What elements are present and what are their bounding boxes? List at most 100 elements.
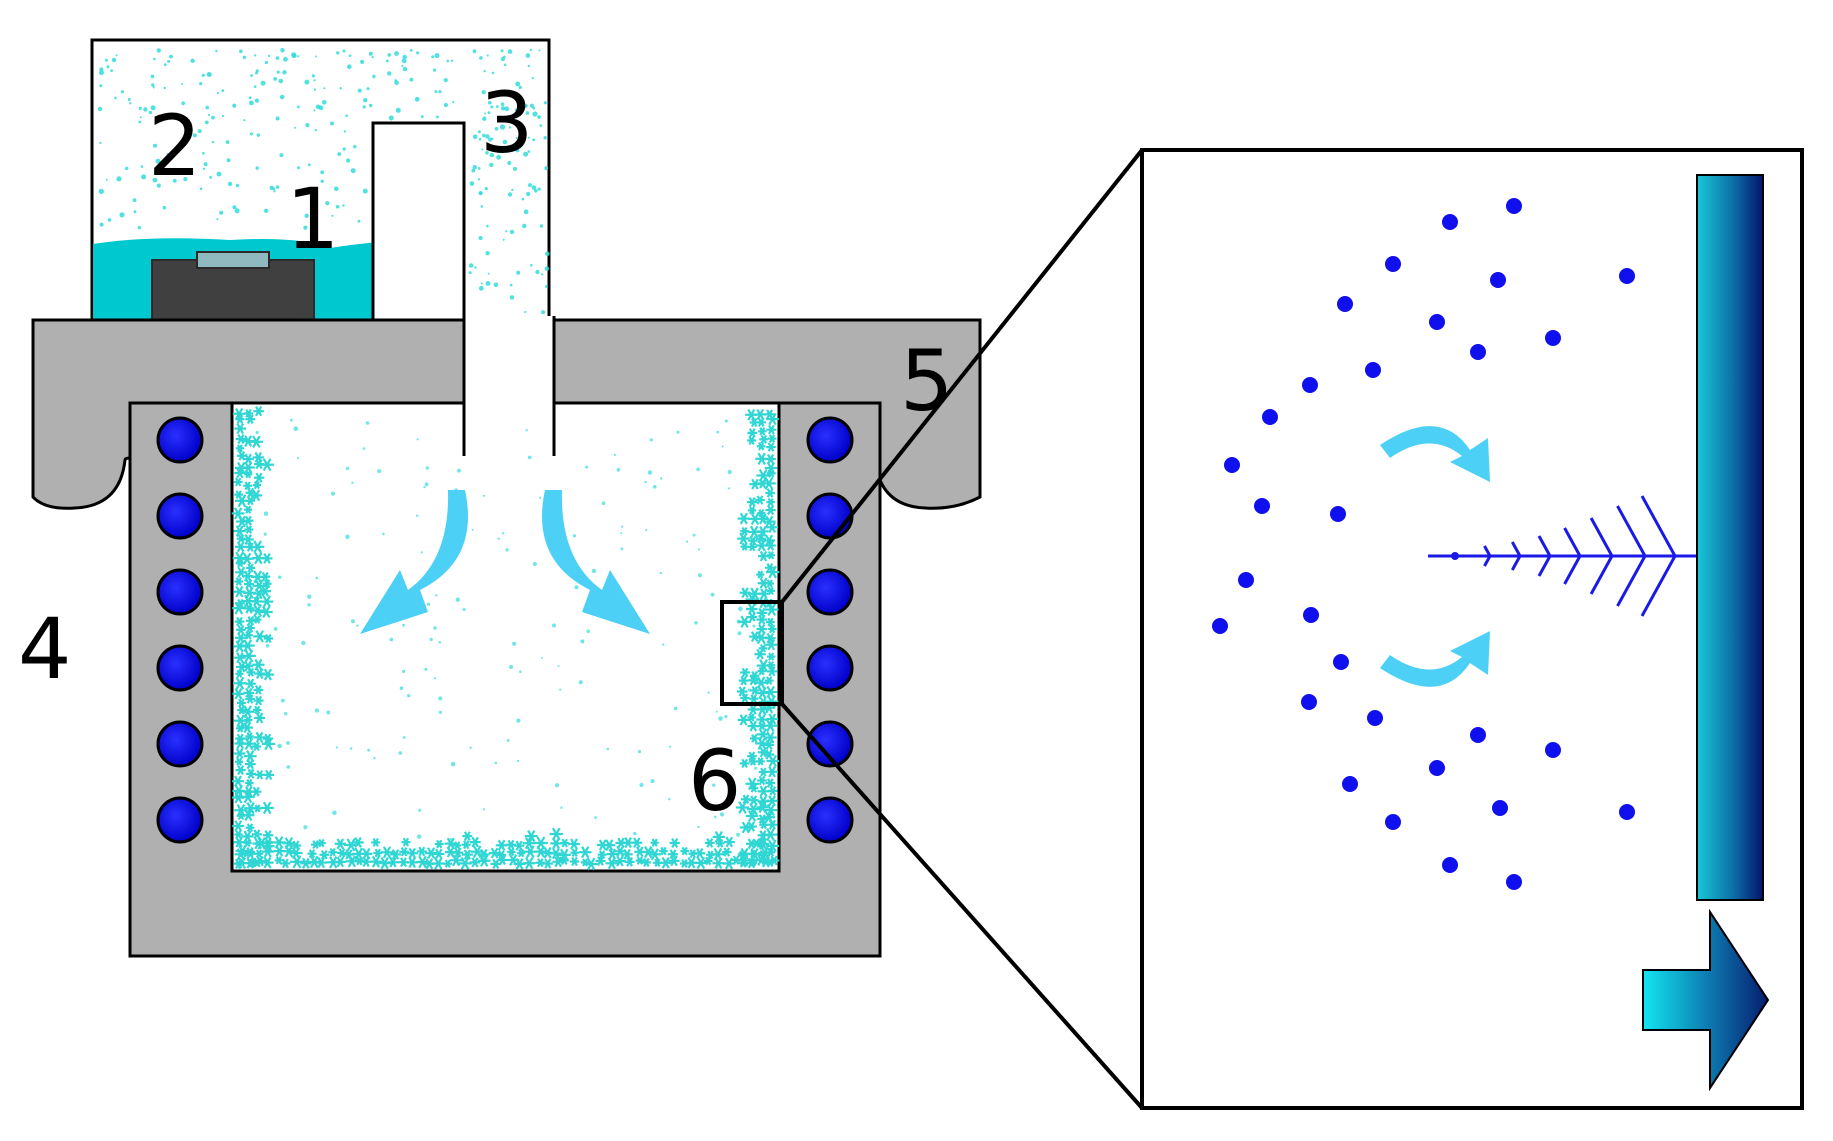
- crystal: [606, 848, 618, 860]
- crystal: [260, 571, 271, 582]
- mist-droplet: [450, 59, 454, 62]
- crystal: [246, 563, 256, 573]
- crystal: [759, 434, 769, 444]
- crystal: [754, 648, 766, 660]
- coil-tube-icon: [806, 720, 854, 768]
- chamber-droplet: [694, 621, 698, 625]
- mist-droplet: [334, 186, 339, 192]
- crystal: [415, 855, 430, 869]
- mist-droplet: [107, 218, 112, 222]
- mist-droplet: [409, 77, 414, 82]
- chamber-droplet: [559, 688, 562, 691]
- crystal: [242, 809, 255, 821]
- chamber-droplet: [418, 808, 422, 812]
- chamber-droplet: [494, 761, 498, 765]
- coil-tube-icon: [806, 796, 854, 844]
- crystal: [748, 848, 761, 860]
- mist-droplet: [482, 133, 486, 138]
- mist-droplet: [325, 201, 330, 206]
- mist-droplet: [234, 208, 240, 214]
- crystal: [756, 801, 769, 813]
- mist-droplet: [209, 73, 212, 77]
- mist-droplet: [323, 87, 326, 90]
- vapor-particle: [1262, 409, 1278, 425]
- mist-droplet: [362, 188, 368, 194]
- vapor-particle: [1619, 268, 1635, 284]
- vapor-particle: [1442, 214, 1458, 230]
- mist-droplet: [137, 225, 141, 230]
- crystal: [262, 830, 274, 841]
- vapor-particle: [1619, 804, 1635, 820]
- mist-droplet: [275, 56, 280, 60]
- crystal: [767, 434, 777, 443]
- mist-droplet: [226, 158, 231, 163]
- crystal: [245, 414, 256, 425]
- mist-droplet: [331, 214, 334, 217]
- crystal: [659, 846, 668, 856]
- crystal: [233, 525, 246, 537]
- chamber-droplet: [425, 466, 429, 470]
- mist-droplet: [502, 238, 505, 241]
- mist-droplet: [507, 161, 512, 165]
- mist-droplet: [150, 105, 156, 111]
- coil-tube-icon: [806, 492, 854, 540]
- mist-droplet: [199, 187, 203, 191]
- mist-droplet: [318, 105, 324, 111]
- mist-droplet: [221, 114, 225, 118]
- mist-droplet: [342, 147, 346, 151]
- chamber-droplet: [273, 627, 278, 631]
- crystal: [513, 858, 526, 870]
- crystal: [233, 585, 246, 598]
- crystal: [232, 601, 246, 615]
- crystal: [232, 820, 245, 832]
- chamber-droplet: [574, 585, 579, 590]
- crystal: [241, 830, 254, 843]
- crystal: [766, 412, 779, 426]
- cold-plate: [1696, 174, 1764, 901]
- mist-droplet: [133, 210, 137, 214]
- chamber-droplet: [438, 641, 442, 644]
- crystal: [765, 505, 776, 516]
- mist-droplet: [443, 102, 448, 108]
- crystal: [746, 802, 761, 816]
- chamber-droplet: [278, 575, 282, 579]
- mist-droplet: [192, 133, 197, 138]
- vapor-particle: [1492, 800, 1508, 816]
- crystal: [253, 406, 264, 417]
- mist-droplet: [255, 71, 258, 75]
- chamber-droplet: [728, 487, 731, 490]
- magnified-inset: [1140, 148, 1804, 1110]
- mist-droplet: [387, 71, 392, 76]
- mist-droplet: [485, 251, 490, 256]
- vapor-particle: [1337, 296, 1353, 312]
- mist-droplet: [335, 205, 340, 209]
- mist-droplet: [483, 70, 486, 73]
- mist-droplet: [216, 91, 219, 95]
- mist-droplet: [181, 101, 186, 106]
- mist-droplet: [254, 54, 257, 57]
- crystal: [243, 602, 255, 614]
- crystal: [755, 736, 769, 750]
- mist-droplet: [443, 78, 448, 83]
- crystal: [319, 850, 330, 860]
- crystal: [756, 837, 770, 851]
- chamber-droplet: [557, 665, 560, 668]
- crystal: [453, 841, 462, 850]
- tube-upper: [371, 121, 466, 322]
- crystal: [513, 840, 525, 851]
- mist-droplet: [518, 85, 522, 90]
- mist-droplet: [139, 116, 142, 119]
- mist-droplet: [529, 103, 535, 108]
- chamber-droplet: [416, 438, 419, 441]
- chamber-droplet: [286, 765, 291, 769]
- mist-droplet: [202, 167, 206, 170]
- crystal: [380, 846, 394, 859]
- transducer-plate: [196, 251, 270, 269]
- mist-droplet: [481, 90, 486, 95]
- crystal: [766, 617, 775, 627]
- mist-droplet: [307, 163, 311, 167]
- mist-droplet: [297, 55, 300, 58]
- vapor-particle: [1224, 457, 1240, 473]
- crystal: [234, 494, 249, 508]
- crystal: [756, 714, 768, 726]
